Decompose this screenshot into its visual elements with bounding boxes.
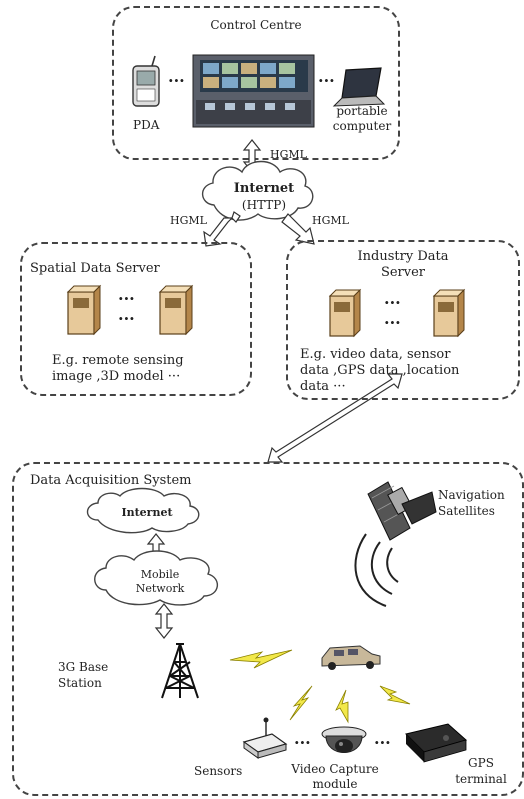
navigation-satellites-label: Navigation <box>438 488 505 502</box>
wireless-signal-icon <box>229 649 293 669</box>
pda-label: PDA <box>133 118 160 132</box>
cell-tower-icon <box>161 643 199 699</box>
gps-terminal-label: terminal <box>455 772 507 786</box>
acquisition-internet-cloud <box>86 487 200 534</box>
spatial-data-desc: image ,3D model ··· <box>52 369 181 384</box>
server-dots: ··· <box>118 309 135 328</box>
portable-computer-label: portable <box>336 104 388 118</box>
gps-terminal-icon <box>405 723 468 763</box>
internet-cloud-label: (HTTP) <box>241 198 287 212</box>
device-dots: ··· <box>294 733 311 752</box>
control-centre-title: Control Centre <box>210 18 302 32</box>
hgml-label: HGML <box>312 214 349 227</box>
base-station-label: Station <box>58 676 102 690</box>
pda-icon <box>132 55 160 107</box>
wireless-signal-icon <box>379 685 411 705</box>
arrow-internet-spatial <box>203 211 241 247</box>
server-dots: ··· <box>118 289 135 308</box>
server-dots: ··· <box>384 313 401 332</box>
industry-data-server-title: Server <box>380 265 426 280</box>
laptop-icon <box>332 67 386 107</box>
spatial-data-desc: E.g. remote sensing <box>52 353 184 368</box>
server-icon <box>158 284 194 336</box>
arrow-mobile-base <box>154 603 174 639</box>
wireless-signal-icon <box>289 685 313 721</box>
internet-cloud <box>201 160 314 221</box>
video-capture-label: Video Capture <box>291 762 379 776</box>
industry-data-desc: data ··· <box>300 379 346 394</box>
control-room-image <box>192 54 315 128</box>
vehicle-icon <box>321 645 381 670</box>
hgml-label: HGML <box>170 214 207 227</box>
dome-camera-icon <box>321 726 367 753</box>
sensor-icon <box>242 717 288 759</box>
control-centre-box <box>112 6 400 160</box>
mobile-network-label: Mobile <box>140 568 180 581</box>
server-icon <box>432 288 466 338</box>
server-icon <box>66 284 102 336</box>
acquisition-internet-label: Internet <box>121 506 173 519</box>
portable-computer-label: computer <box>332 119 392 133</box>
satellite-icon <box>367 481 437 541</box>
industry-data-desc: E.g. video data, sensor <box>300 347 451 362</box>
gps-terminal-label: GPS <box>468 756 494 770</box>
industry-data-server-title: Industry Data <box>357 249 449 264</box>
data-acquisition-title: Data Acquisition System <box>30 473 192 488</box>
video-capture-label: module <box>312 777 358 791</box>
data-acquisition-system-box <box>12 462 524 796</box>
device-dots: ··· <box>374 733 391 752</box>
satellite-signal-waves <box>354 533 399 607</box>
spatial-data-server-title: Spatial Data Server <box>30 261 160 276</box>
server-dots: ··· <box>384 293 401 312</box>
mobile-network-label: Network <box>135 582 185 595</box>
industry-data-server-box <box>286 240 520 400</box>
internet-cloud-label: Internet <box>233 181 295 196</box>
industry-data-desc: data ,GPS data ,location <box>300 363 460 378</box>
base-station-label: 3G Base <box>58 660 109 674</box>
spatial-data-server-box <box>20 242 252 396</box>
control-centre-dots: ··· <box>318 71 335 90</box>
navigation-satellites-label: Satellites <box>438 504 495 518</box>
control-centre-dots: ··· <box>168 71 185 90</box>
sensors-label: Sensors <box>194 764 243 778</box>
hgml-label: HGML <box>270 148 307 161</box>
mobile-network-cloud <box>94 550 218 606</box>
wireless-signal-icon <box>335 689 349 724</box>
server-icon <box>328 288 362 338</box>
